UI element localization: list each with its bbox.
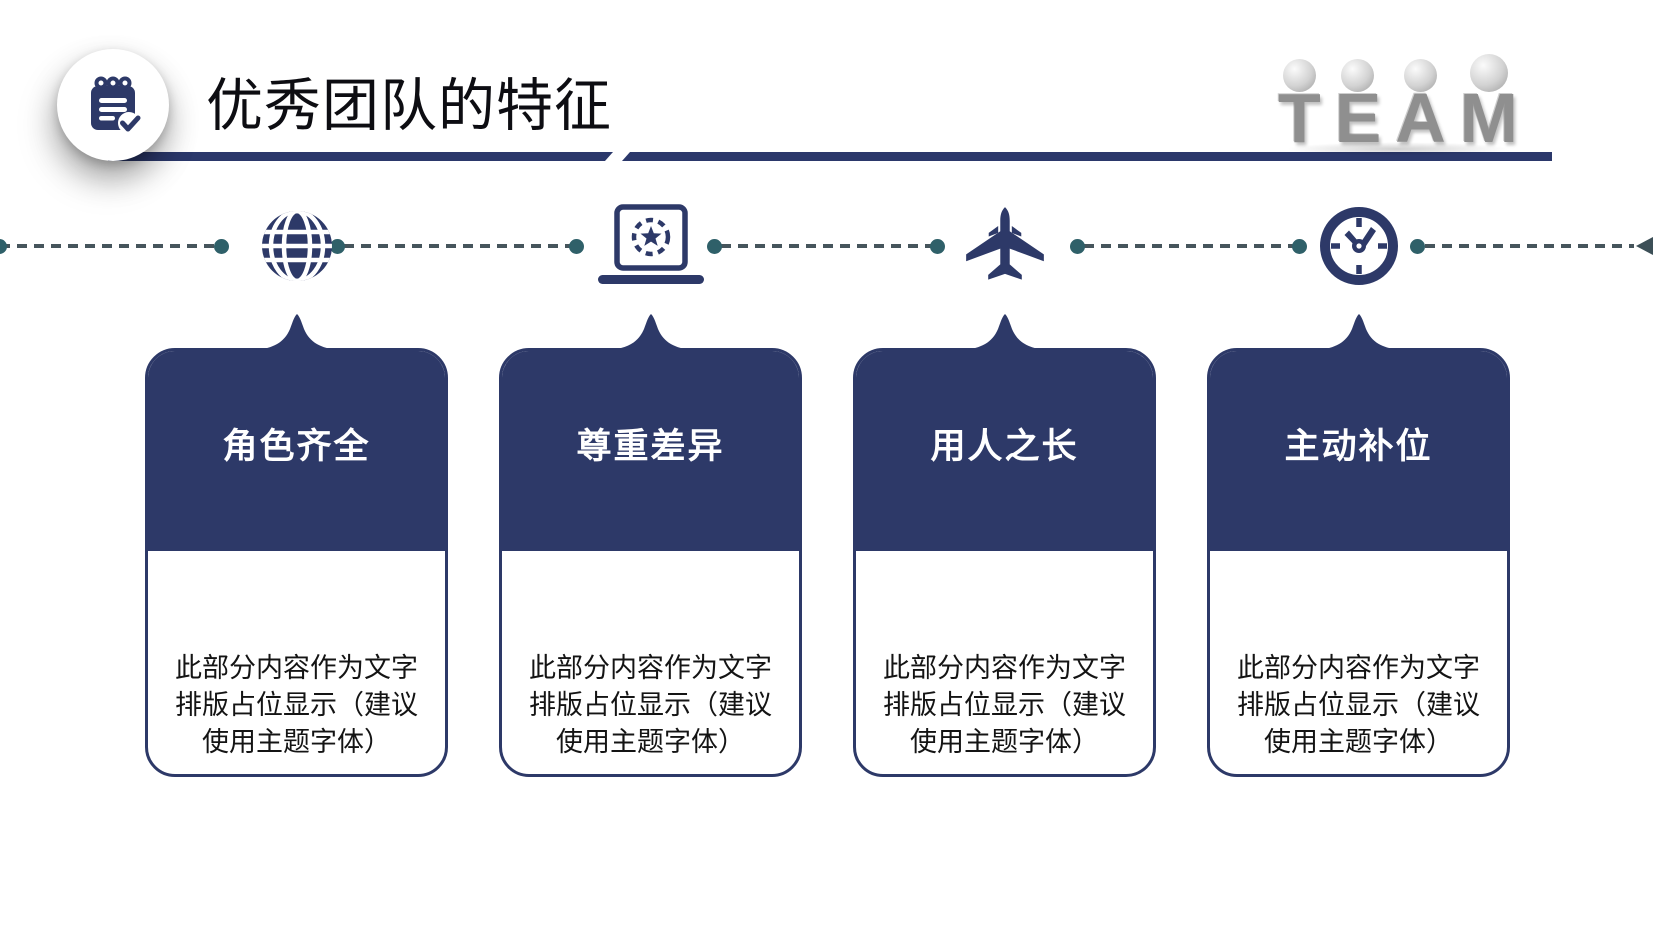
feature-cards: 角色齐全 此部分内容作为文字排版占位显示（建议使用主题字体） 尊重差异 此部分内… [145,314,1510,777]
timeline-icons [145,198,1510,294]
team-figure: E [1334,59,1382,158]
card-body: 此部分内容作为文字排版占位显示（建议使用主题字体） [856,551,1153,761]
figure-head [1282,59,1316,93]
team-letter: E [1334,79,1382,158]
card-body: 此部分内容作为文字排版占位显示（建议使用主题字体） [502,551,799,761]
team-letter: M [1459,79,1518,158]
airplane-icon [965,207,1044,280]
laptop-star-icon [597,204,704,284]
figure-head [1341,59,1375,93]
card-role-complete: 角色齐全 此部分内容作为文字排版占位显示（建议使用主题字体） [145,314,448,777]
team-figure: T [1278,59,1321,158]
timeline-dot [1070,239,1085,254]
card-proactive-backup: 主动补位 此部分内容作为文字排版占位显示（建议使用主题字体） [1207,314,1510,777]
timeline-dot [214,239,229,254]
notepad-check-icon [91,76,141,134]
timeline-end-arrow [1636,237,1653,255]
header-divider-right [622,152,1552,161]
team-figure: A [1395,59,1446,158]
figure-head [1404,59,1437,93]
card-pointer [609,314,692,350]
card-pointer [963,314,1046,350]
card-body-text: 此部分内容作为文字排版占位显示（建议使用主题字体） [1237,653,1480,757]
card-title: 尊重差异 [576,426,725,466]
card-body-text: 此部分内容作为文字排版占位显示（建议使用主题字体） [883,653,1126,757]
card-body: 此部分内容作为文字排版占位显示（建议使用主题字体） [148,551,445,761]
figure-head [1469,54,1508,93]
card-header: 主动补位 [1210,351,1507,551]
timeline-dot [1292,239,1307,254]
team-letter: T [1278,79,1321,158]
globe-icon [261,211,332,281]
team-letter: A [1395,79,1446,158]
card-pointer [1317,314,1400,350]
card-body: 此部分内容作为文字排版占位显示（建议使用主题字体） [1210,551,1507,761]
notepad-badge [57,49,169,161]
team-3d-graphic: T E A M [1278,40,1518,158]
card-header: 角色齐全 [148,351,445,551]
timeline-dot [0,239,7,254]
timeline-dot [707,239,722,254]
timeline-dash-segment [721,244,931,248]
clock-icon [1319,207,1398,285]
timeline-dash-segment [0,244,214,248]
card-title: 主动补位 [1284,426,1433,466]
card-title: 角色齐全 [222,426,371,466]
timeline-dash-segment [344,244,570,248]
card-title: 用人之长 [930,426,1079,466]
header-divider-left [108,152,613,161]
timeline-dot [930,239,945,254]
card-pointer [255,314,338,350]
card-respect-differences: 尊重差异 此部分内容作为文字排版占位显示（建议使用主题字体） [499,314,802,777]
page-title: 优秀团队的特征 [206,74,612,138]
team-figure: M [1459,54,1518,158]
timeline-dash-segment [1425,244,1634,248]
card-body-text: 此部分内容作为文字排版占位显示（建议使用主题字体） [529,653,772,757]
card-use-strengths: 用人之长 此部分内容作为文字排版占位显示（建议使用主题字体） [853,314,1156,777]
card-body-text: 此部分内容作为文字排版占位显示（建议使用主题字体） [175,653,418,757]
card-header: 用人之长 [856,351,1153,551]
timeline-dot [330,239,345,254]
card-header: 尊重差异 [502,351,799,551]
timeline-dash-segment [1084,244,1293,248]
timeline-dot [1410,239,1425,254]
timeline-dot [569,239,584,254]
team-graphic-shadow [1286,142,1510,156]
